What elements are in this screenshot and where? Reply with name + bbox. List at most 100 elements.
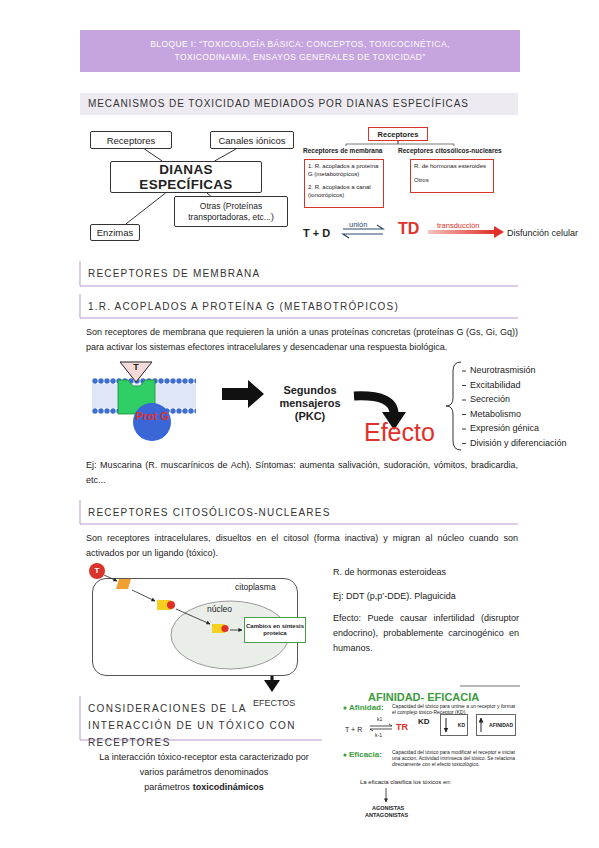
cell-illustration xyxy=(221,625,228,632)
equation-term: T + D xyxy=(303,226,330,241)
effect-box: Cambios en síntesis proteica xyxy=(244,617,306,643)
circle-fill xyxy=(133,403,171,441)
cell-illustration xyxy=(212,624,225,633)
rate-arrows xyxy=(370,724,392,731)
list-item: Excitabilidad xyxy=(470,379,521,392)
node-text: 1. R. acoplados a proteína G (metabotróp… xyxy=(308,163,380,178)
toxin-triangle: T xyxy=(120,362,152,382)
nucleus-ellipse: núcleoCambios en síntesis proteica xyxy=(171,601,289,669)
body-text: Ej: Muscarina (R. muscarínicos de Ach). … xyxy=(86,458,518,488)
list-dash xyxy=(462,414,466,415)
list-item: Secreción xyxy=(470,393,510,406)
node-text: núcleo xyxy=(207,604,232,614)
node-text: Receptores xyxy=(378,130,419,139)
target-box: Otras (Proteínas transportadoras, etc...… xyxy=(174,196,288,227)
cell-illustration xyxy=(230,630,242,631)
kd-box: KD xyxy=(440,714,468,736)
arrow-label: unión xyxy=(349,217,367,232)
effect-label: EFECTOS xyxy=(253,696,295,711)
body-text: Son receptores intracelulares, disueltos… xyxy=(86,531,518,561)
list-item: División y diferenciación xyxy=(470,437,567,450)
node-text: Enzimas xyxy=(97,227,133,238)
connector-line xyxy=(398,141,454,146)
list-item: Expresión génica xyxy=(470,422,539,435)
node-text: Receptores citosólicos-nucleares xyxy=(398,146,510,155)
body-text: Son receptores de membrana que requieren… xyxy=(86,325,518,355)
equilibrium-arrows xyxy=(343,234,383,238)
term-label: Afinidad: xyxy=(349,703,384,713)
node-text: DIANAS ESPECÍFICAS xyxy=(111,162,261,192)
heading-rule xyxy=(80,524,518,525)
protein-g-circle-shape xyxy=(133,403,171,441)
list-dash xyxy=(462,400,466,401)
target-box: Canales iónicos xyxy=(210,131,294,149)
node-text: MECANISMOS DE TOXICIDAD MEDIADOS POR DIA… xyxy=(88,93,518,115)
class-label: ANTAGONISTAS xyxy=(365,812,408,819)
arrow-label: transducción xyxy=(437,218,480,233)
heading-rule xyxy=(80,261,518,740)
double-arrow xyxy=(264,680,280,692)
triangle-outline xyxy=(120,362,152,382)
protein-g-circle: Prot G xyxy=(133,403,171,441)
node-text: citoplasma xyxy=(235,582,276,592)
heading-rule xyxy=(80,261,81,286)
heading-rule xyxy=(80,318,518,319)
definition-text: Capacidad del tóxico para modificar el r… xyxy=(392,749,518,767)
step-label: Segundos mensajeros (PKC) xyxy=(264,384,356,423)
panel-rule xyxy=(460,686,520,687)
heading-rule xyxy=(80,286,518,287)
rate-arrows xyxy=(370,729,392,731)
node-text: Receptores xyxy=(107,135,156,146)
equation-term: TD xyxy=(398,221,419,236)
big-arrow xyxy=(222,380,264,408)
receptor-group: Receptores citosólicos-nucleares R. de ho… xyxy=(398,146,510,193)
receptor-list-box: R. de hormonas esteroidesOtros xyxy=(410,159,494,193)
rate-constant: k-1 xyxy=(375,732,382,738)
down-arrow xyxy=(386,788,387,802)
heading-rule xyxy=(80,696,81,740)
node-text: 2. R. acoplados a canal (ionotrópicos) xyxy=(308,184,380,199)
heading-rule xyxy=(80,500,81,524)
panel-title: AFINIDAD- EFICACIA xyxy=(368,690,479,705)
node-text: T xyxy=(89,563,105,579)
brace xyxy=(446,362,461,450)
text-block: La interacción tóxico-receptor esta cara… xyxy=(92,750,316,795)
list-dash xyxy=(462,371,466,372)
term-label: Eficacia: xyxy=(349,750,382,760)
down-arrow xyxy=(386,788,387,802)
section-heading: RECEPTORES DE MEMBRANA xyxy=(88,266,260,281)
node-text: Canales iónicos xyxy=(218,135,285,146)
connector-line xyxy=(215,149,236,161)
rate-arrows xyxy=(370,724,392,726)
target-box: Receptores xyxy=(90,131,172,149)
list-dash xyxy=(462,429,466,430)
big-arrow xyxy=(222,380,264,408)
section-band: MECANISMOS DE TOXICIDAD MEDIADOS POR DIA… xyxy=(80,93,518,115)
target-box: Enzimas xyxy=(90,224,140,241)
node-text: Receptores de membrana xyxy=(303,146,389,155)
cell-illustration xyxy=(481,718,482,732)
bullet xyxy=(343,753,346,756)
list-dash xyxy=(462,371,466,444)
list-dash xyxy=(462,385,466,386)
brace xyxy=(446,362,461,450)
note-text: La eficacia clasifica los tóxicos en: xyxy=(360,779,451,786)
transduction-arrow xyxy=(428,230,494,234)
body-text-bold: toxicodinámicos xyxy=(193,782,264,792)
cell-illustration xyxy=(167,601,175,609)
bullet xyxy=(343,706,346,709)
cell-illustration xyxy=(132,590,155,601)
section-heading: CONSIDERACIONES DE LA INTERACCIÓN DE UN … xyxy=(88,700,324,751)
node-text: Cambios en síntesis proteica xyxy=(245,623,305,637)
connector-line xyxy=(126,193,166,224)
effect-label: Efecto xyxy=(364,418,435,446)
category-box: Receptores xyxy=(368,127,428,141)
equation-term: T + R xyxy=(345,722,362,737)
receptor-group: Receptores de membrana 1. R. acoplados a … xyxy=(303,146,389,208)
receptor-list-box: 1. R. acoplados a proteína G (metabotróp… xyxy=(304,159,384,208)
node-text: Prot G xyxy=(133,403,171,422)
central-box: DIANAS ESPECÍFICAS xyxy=(110,161,262,193)
circle-fill xyxy=(89,563,105,579)
node-text: AFINIDAD xyxy=(489,722,513,728)
